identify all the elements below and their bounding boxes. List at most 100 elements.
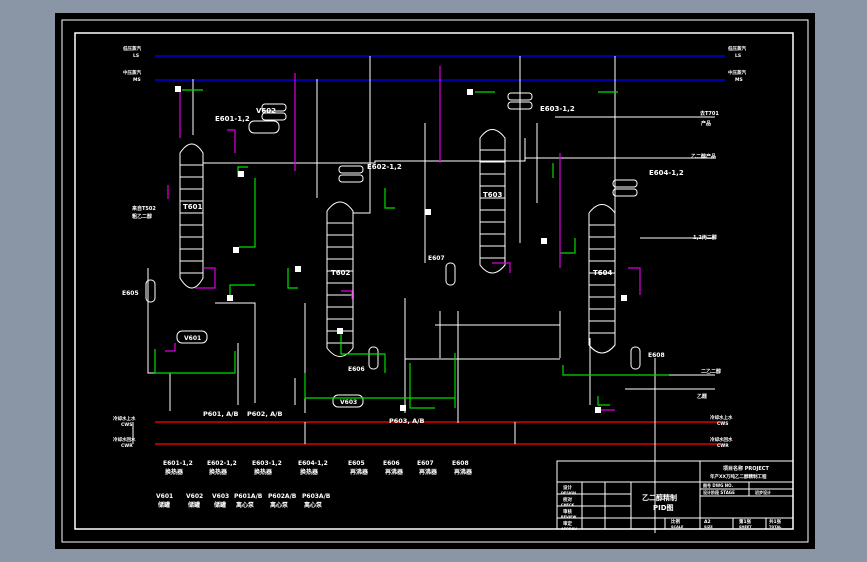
instrument-box [337,328,343,334]
drum-v602 [248,120,280,134]
legend-tag: V601 [156,493,173,500]
header-cws-label-right: 冷却水上水 [710,414,733,421]
legend-tag: V603 [212,493,229,500]
legend-name: 离心泵 [304,501,323,509]
reboiler-e608 [630,346,641,370]
stream-out-3: 1,2丙二醇 [693,234,717,241]
title-block-role: 审定 [563,520,572,527]
tag-v603: V603 [340,399,357,406]
column-t602 [326,201,354,357]
legend-tag: P601A/B [234,493,263,500]
title-block-role: 审核 [563,508,572,515]
legend-tag: E608 [452,460,469,467]
pid-diagram: T601 T602 T603 T604 E601-1,2 V602 E602-1… [61,19,809,543]
legend-name: 换热器 [300,468,319,476]
title-block [556,460,794,530]
exchanger-e602b [338,174,364,183]
tag-e604: E604-1,2 [649,169,684,177]
header-cwr-label-right: 冷却水回水 [710,436,733,443]
legend-name: 换热器 [254,468,273,476]
tag-e602: E602-1,2 [367,163,402,171]
instrument-box [541,238,547,244]
instrument-box [467,89,473,95]
inner-frame [74,32,794,530]
tag-e603: E603-1,2 [540,105,575,113]
stream-out-1a: 去T701 [700,110,719,117]
title-block-cell-en: SHEET [739,525,752,529]
legend-name: 储罐 [213,501,226,509]
reboiler-e605 [145,279,156,303]
drum-v603 [332,394,364,408]
header-cwr-label: 冷却水回水 [113,436,136,443]
instrument-box [400,405,406,411]
tag-e607: E607 [428,255,445,262]
tag-t602: T602 [331,269,351,277]
title-block-cell-en: TOTAL [769,525,782,529]
header-ls-code-right: LS [735,53,741,59]
header-ls-code: LS [133,53,139,59]
header-ms-label-right: 中压蒸汽 [728,69,746,76]
instrument-box [227,295,233,301]
stream-out-5: 乙醛 [697,393,708,400]
stage-value: 初步设计 [754,489,771,495]
legend-name: 再沸器 [350,468,369,476]
header-ms-code: MS [133,77,141,83]
legend-name: 离心泵 [236,501,255,509]
column-t604 [588,204,616,354]
title-block-cell: 第1张 [739,518,752,525]
legend-tag: E607 [417,460,434,467]
tag-t604: T604 [593,269,613,277]
tag-e606: E606 [348,366,365,373]
legend-tag: E606 [383,460,400,467]
stream-out-1b: 产品 [701,120,711,127]
drum-v601 [176,330,208,344]
tag-t601: T601 [183,203,203,211]
title-block-role: 校对 [563,496,572,503]
tag-p602: P602, A/B [247,410,282,418]
drawing-title-1: 乙二醇精制 [642,493,677,502]
title-block-role-en: REVIEW [561,515,576,519]
project-subtitle: 年产XX万吨乙二醇精制工程 [710,473,767,480]
legend-name: 储罐 [157,501,170,509]
tag-e608: E608 [648,352,665,359]
header-cws-code: CWS [121,422,133,428]
legend-name: 离心泵 [270,501,289,509]
legend-tag: V602 [186,493,203,500]
tag-t603: T603 [483,191,503,199]
title-block-role-en: CHECK [561,503,574,507]
drawing-title-2: PID图 [653,503,674,512]
header-ls-label-right: 低压蒸汽 [727,45,746,52]
tag-v602: V602 [256,107,276,115]
title-block-role-en: DESIGN [561,491,576,495]
legend-tag: E603-1,2 [252,460,282,467]
reboiler-e607 [445,262,456,286]
tag-v601: V601 [184,335,201,342]
header-cws-label: 冷却水上水 [113,415,136,422]
title-block-role: 设计 [563,484,572,491]
tag-p601: P601, A/B [203,410,238,418]
legend-name: 换热器 [165,468,184,476]
legend-name: 再沸器 [454,468,473,476]
instrument-box [621,295,627,301]
stream-feed-2: 粗乙二醇 [132,213,152,220]
legend-name: 再沸器 [385,468,404,476]
title-block-role-en: APPROV [561,527,577,531]
reboiler-e606 [368,346,379,370]
equipment-legend: E601-1,2换热器E602-1,2换热器E603-1,2换热器E604-1,… [156,460,473,509]
column-t601 [179,143,204,289]
tag-e601: E601-1,2 [215,115,250,123]
legend-name: 再沸器 [419,468,438,476]
project-name: 项目名称 PROJECT [723,465,769,472]
tag-e605: E605 [122,290,139,297]
cad-drawing-sheet: T601 T602 T603 T604 E601-1,2 V602 E602-1… [55,13,815,549]
stream-out-2: 乙二醇产品 [691,153,716,160]
title-block-cell: 比例 [671,518,680,525]
header-cwr-code-right: CWR [717,443,729,449]
legend-tag: E601-1,2 [163,460,193,467]
tag-p603: P603, A/B [389,417,424,425]
legend-name: 储罐 [187,501,200,509]
legend-tag: E602-1,2 [207,460,237,467]
column-t603 [479,129,506,274]
header-cwr-code: CWR [121,443,133,449]
exchanger-e602a [338,165,364,174]
